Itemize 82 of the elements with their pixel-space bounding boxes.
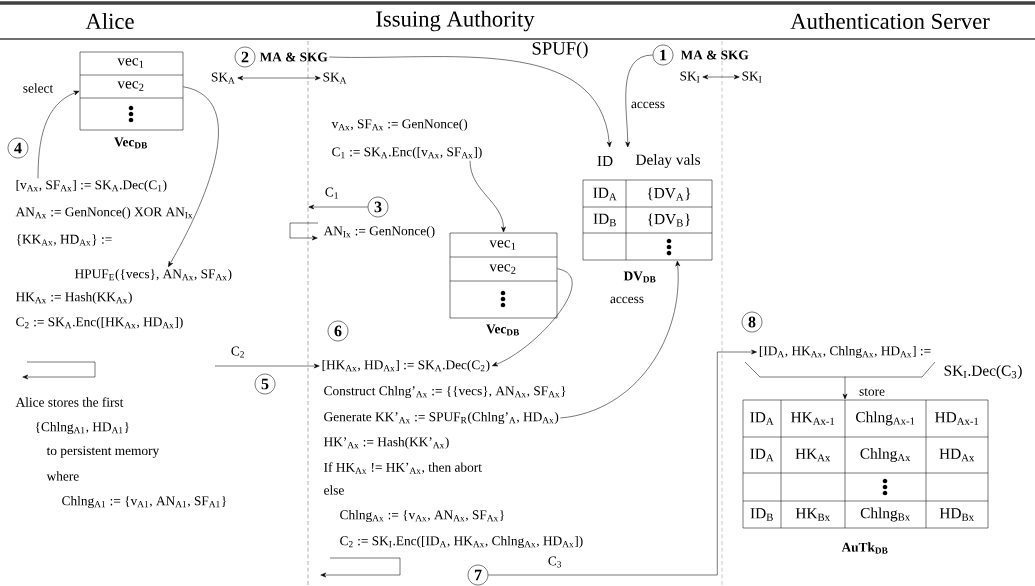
node-label: ID$_{B}$ [750, 508, 773, 521]
statement: AN$_{Ix}$ := GenNonce() [323, 225, 435, 239]
arrow [842, 376, 848, 400]
database-table: ID$_{A}$ HK$_{Ax-1}$ Chlng$_{Ax-1}$ HD$_{Ax-1}$ ID$_{A}$ HK$_{Ax}$ Chlng$_{Ax}$ HD$_{Ax}$ ID$_{B}$ HK$_{Bx}$ Chlng$_{Bx}$ HD$_{Bx}$ [742, 399, 989, 529]
node-label: ID$_{A}$ [750, 448, 774, 462]
key-label: SK$_{I}$ [680, 71, 700, 83]
edge-label: C$_{3}$ [548, 556, 562, 568]
node-label: HD$_{Ax}$ [939, 448, 975, 462]
arrow [469, 160, 506, 233]
statement: SK$_{I}$.Dec(C$_{3}$) [944, 365, 1022, 379]
statement: Generate KK’$_{Ax}$ := SPUF$_{R}$(Chlng’$_{A}$, HD$_{Ax}$) [324, 411, 559, 425]
arrow [237, 75, 321, 81]
statement: [HK$_{Ax}$, HD$_{Ax}$] := SK$_{A}$.Dec(C$_{2}$) [322, 359, 490, 373]
key-label: SK$_{A}$ [323, 72, 347, 84]
node-label: HD$_{Ax-1}$ [935, 412, 979, 425]
node-label: Chlng$_{Ax-1}$ [856, 411, 915, 426]
statement: else [324, 485, 344, 495]
step-heading: MA & SKG [259, 52, 328, 62]
column-heading: Alice [85, 13, 134, 29]
arrow [625, 54, 653, 148]
table-caption: AuTk$_{DB}$ [841, 542, 888, 554]
statement: HK$_{Ax}$ := Hash(KK$_{Ax}$) [16, 291, 132, 305]
note: {Chlng$_{A1}$, HD$_{A1}$} [35, 421, 129, 435]
edge-label: SPUF() [532, 41, 588, 59]
statement: [v$_{Ax}$, SF$_{Ax}$] := SK$_{A}$.Dec(C$_{1}$) [16, 179, 167, 193]
statement: Chlng$_{Ax}$ := {v$_{Ax}$, AN$_{Ax}$, SF$_{Ax}$} [340, 509, 505, 523]
step-number: 6 [327, 320, 349, 342]
statement: {KK$_{Ax}$, HD$_{Ax}$} := [16, 234, 112, 246]
statement: HPUF$_{E}$({vecs}, AN$_{Ax}$, SF$_{Ax}$) [75, 268, 232, 282]
arrow [37, 90, 80, 179]
column-heading: Issuing Authority [376, 10, 535, 32]
node-label: Chlng$_{Bx}$ [860, 507, 911, 522]
statement: C$_{2}$ := SK$_{I}$.Enc([ID$_{A}$, HK$_{Ax}$, Chlng$_{Ax}$, HD$_{Ax}$]) [340, 535, 583, 549]
note: Chlng$_{A1}$ := {v$_{A1}$, AN$_{A1}$, SF$_{A1}$} [62, 495, 227, 509]
edge-label: access [631, 101, 665, 109]
step-heading: MA & SKG [680, 50, 749, 60]
arrow [168, 86, 219, 267]
key-label: SK$_{A}$ [211, 72, 235, 84]
node-label: HK$_{Ax}$ [795, 448, 831, 462]
step-number: 2 [234, 46, 256, 68]
step-number: 4 [7, 137, 29, 159]
arrow [488, 349, 757, 576]
step-number: 1 [652, 44, 674, 66]
table-caption: Vec$_{DB}$ [114, 137, 147, 149]
note: where [46, 471, 79, 481]
column-heading: Authentication Server [790, 13, 990, 29]
statement: v$_{Ax}$, SF$_{Ax}$ := GenNonce() [331, 118, 468, 132]
key-label: SK$_{I}$ [742, 71, 762, 83]
database-table: vec$_{1}$ vec$_{2}$ [449, 232, 558, 319]
step-number: 5 [254, 373, 276, 395]
edge-label: C$_{1}$ [325, 187, 338, 199]
note: Alice stores the first [15, 397, 124, 407]
step-number: 3 [367, 196, 389, 218]
arrow [702, 74, 740, 80]
statement: If HK$_{Ax}$ != HK’$_{Ax}$, then abort [324, 462, 482, 474]
note: to persistent memory [46, 446, 160, 458]
table-caption: Vec$_{DB}$ [486, 324, 519, 336]
edge-label: C$_{2}$ [231, 346, 244, 358]
statement: Construct Chlng’$_{Ax}$ := {{vecs}, AN$_{Ax}$, SF$_{Ax}$} [324, 385, 566, 399]
edge-label: access [610, 296, 644, 304]
arrow [560, 260, 681, 419]
arrow [308, 204, 368, 210]
node-label: ID$_{A}$ [750, 412, 774, 425]
database-table: ID Delay vals ID$_{A}$ {DV$_{A}$} ID$_{B}$ {DV$_{B}$} [582, 154, 713, 261]
statement: HK’$_{Ax}$ := Hash(KK’$_{Ax}$) [324, 436, 449, 450]
arrow [492, 268, 573, 367]
node-label: Chlng$_{Ax}$ [860, 448, 911, 462]
node-label: HK$_{Bx}$ [795, 508, 830, 521]
step-number: 7 [467, 564, 489, 586]
table-caption: DV$_{DB}$ [623, 271, 656, 283]
statement: AN$_{Ax}$ := GenNonce() XOR AN$_{Ix}$ [15, 206, 193, 220]
statement: [ID$_{A}$, HK$_{Ax}$, Chlng$_{Ax}$, HD$_{Ax}$] := [759, 345, 931, 359]
edge-label: store [859, 388, 885, 396]
database-table: vec$_{1}$ vec$_{2}$ [79, 51, 184, 131]
arrow [329, 56, 612, 148]
statement: C$_{1}$ := SK$_{A}$.Enc([v$_{Ax}$, SF$_{Ax}$]) [332, 146, 482, 160]
node-label: HD$_{Bx}$ [939, 508, 974, 521]
step-number: 8 [741, 311, 763, 333]
edge-label: select [23, 83, 54, 93]
statement: C$_{2}$ := SK$_{A}$.Enc([HK$_{Ax}$, HD$_{Ax}$]) [16, 316, 183, 330]
arrow [214, 363, 320, 369]
node-label: HK$_{Ax-1}$ [791, 412, 835, 425]
